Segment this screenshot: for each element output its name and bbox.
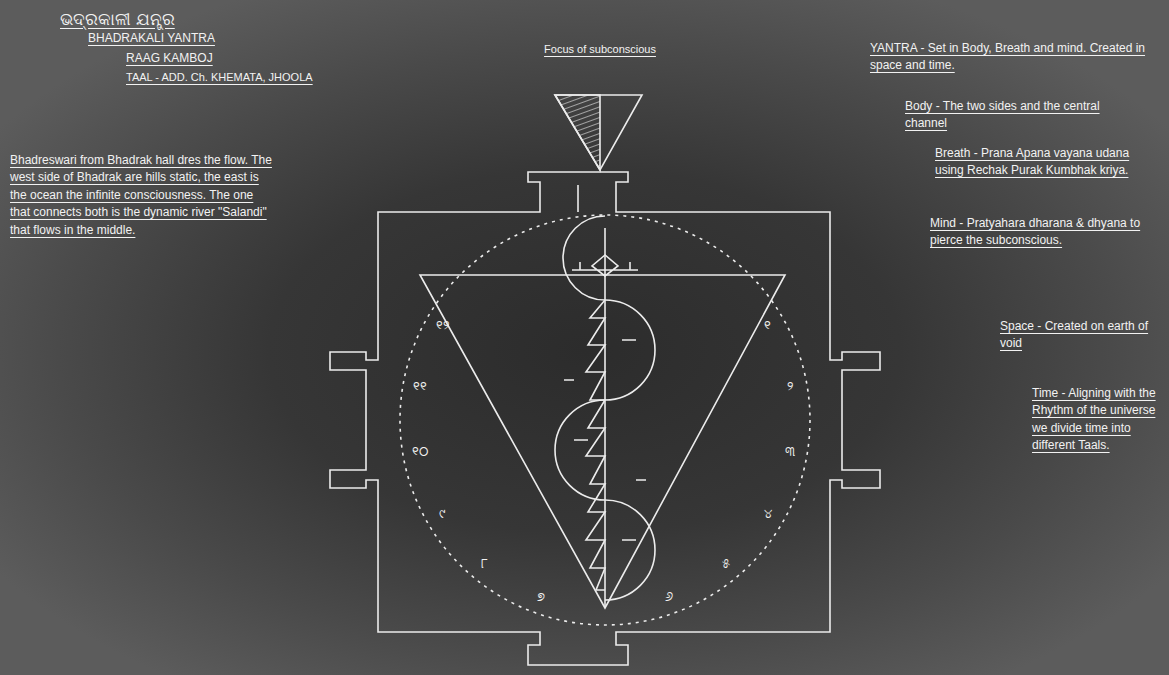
breath-note: Breath - Prana Apana vayana udana using … bbox=[935, 145, 1161, 180]
callout-number: ୧୧ bbox=[413, 380, 427, 394]
callout-number: ୬ bbox=[665, 590, 673, 604]
focus-triangle bbox=[555, 95, 642, 170]
callout-number: ୭ bbox=[537, 590, 545, 604]
callout-number: ୧୦ bbox=[412, 445, 428, 459]
central-channel bbox=[604, 228, 606, 608]
serpent-head-arc bbox=[563, 216, 605, 300]
zigzag bbox=[586, 300, 605, 590]
callout-number: ୯ bbox=[439, 507, 445, 521]
callout-number: ୩ bbox=[785, 445, 795, 459]
top-emblem bbox=[572, 255, 638, 276]
callout-number: ୧ bbox=[764, 319, 771, 333]
mind-note: Mind - Pratyahara dharana & dhyana to pi… bbox=[930, 215, 1150, 250]
time-note: Time - Aligning with the Rhythm of the u… bbox=[1032, 385, 1162, 455]
yantra-note: YANTRA - Set in Body, Breath and mind. C… bbox=[870, 40, 1160, 75]
focus-label: Focus of subconscious bbox=[510, 42, 690, 56]
focus-hatch bbox=[555, 95, 600, 170]
callout-number: ୫ bbox=[722, 557, 730, 571]
body-note: Body - The two sides and the central cha… bbox=[905, 98, 1120, 133]
taal-name: TAAL - ADD. Ch. KHEMATA, JHOOLA bbox=[126, 70, 406, 86]
serpent-body bbox=[555, 300, 655, 600]
serpent-marks bbox=[564, 340, 646, 540]
title: ଭଦ୍ରକାଳୀ ଯନ୍ତ୍ର bbox=[60, 8, 240, 33]
yantra-name: BHADRAKALI YANTRA bbox=[88, 30, 318, 47]
inverted-triangle bbox=[420, 275, 785, 608]
dashed-circle bbox=[400, 215, 810, 625]
gate-line bbox=[577, 185, 579, 212]
callout-number: ୪ bbox=[764, 507, 772, 521]
story-note: Bhadreswari from Bhadrak hall dres the f… bbox=[10, 152, 272, 239]
space-note: Space - Created on earth of void bbox=[1000, 318, 1160, 353]
callout-number: ୮ bbox=[481, 557, 488, 571]
raag-name: RAAG KAMBOJ bbox=[126, 50, 326, 67]
bhupura-square bbox=[330, 172, 880, 665]
callout-number: ୧୨ bbox=[436, 319, 449, 333]
callout-number: ୨ bbox=[787, 380, 793, 394]
